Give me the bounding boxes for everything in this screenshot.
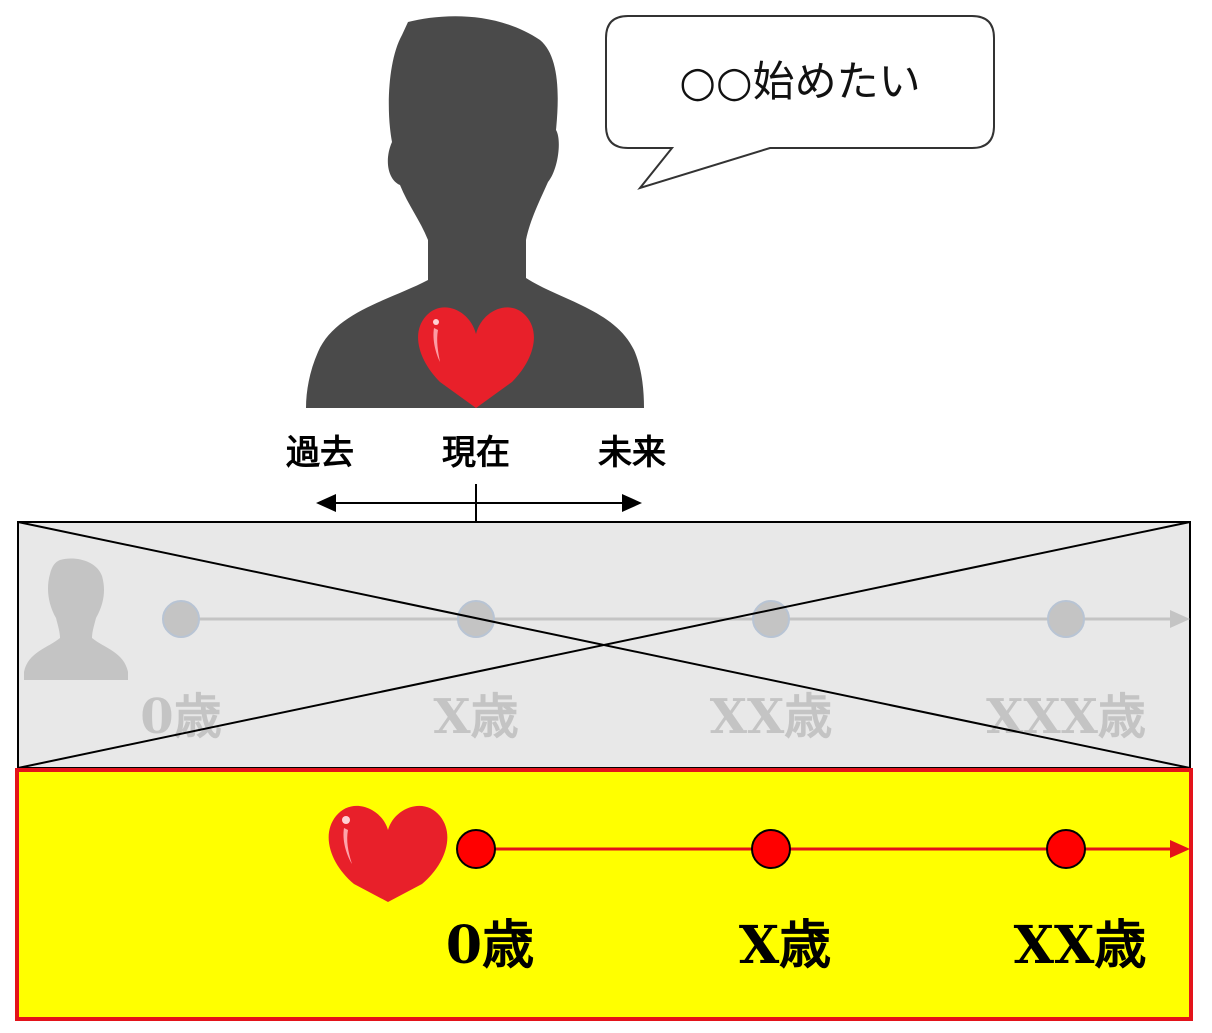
new-timeline-age-label: X歳 — [739, 915, 831, 976]
new-timeline-panel: 0歳 X歳 XX歳 — [15, 768, 1193, 1021]
old-timeline-age-label: XXX歳 — [986, 689, 1146, 745]
heart-icon — [418, 307, 534, 408]
present-label: 現在 — [442, 433, 510, 473]
past-label: 過去 — [286, 433, 354, 473]
old-timeline-node — [1047, 600, 1085, 638]
time-double-arrow — [316, 484, 642, 522]
cross-out-lines — [17, 521, 1191, 769]
old-timeline-age-label: X歳 — [433, 689, 518, 745]
old-timeline-panel: 0歳 X歳 XX歳 XXX歳 — [17, 521, 1191, 769]
new-timeline-node — [751, 829, 791, 869]
speech-bubble-text: ○○始めたい — [679, 57, 920, 106]
future-label: 未来 — [598, 433, 666, 473]
old-timeline-age-label: 0歳 — [140, 689, 221, 745]
old-timeline-age-label: XX歳 — [710, 689, 833, 745]
person-silhouette-icon — [306, 16, 644, 409]
speech-bubble: ○○始めたい — [605, 15, 995, 190]
new-timeline-node — [456, 829, 496, 869]
new-timeline-node — [1046, 829, 1086, 869]
new-timeline-age-label: 0歳 — [446, 915, 534, 976]
old-timeline-node — [162, 600, 200, 638]
new-timeline-age-label: XX歳 — [1014, 915, 1147, 976]
old-timeline-track — [180, 610, 1190, 628]
old-timeline-node — [752, 600, 790, 638]
silhouette-head-shoulders — [306, 16, 644, 409]
heart-icon — [328, 805, 448, 902]
old-person-icon — [24, 558, 128, 680]
